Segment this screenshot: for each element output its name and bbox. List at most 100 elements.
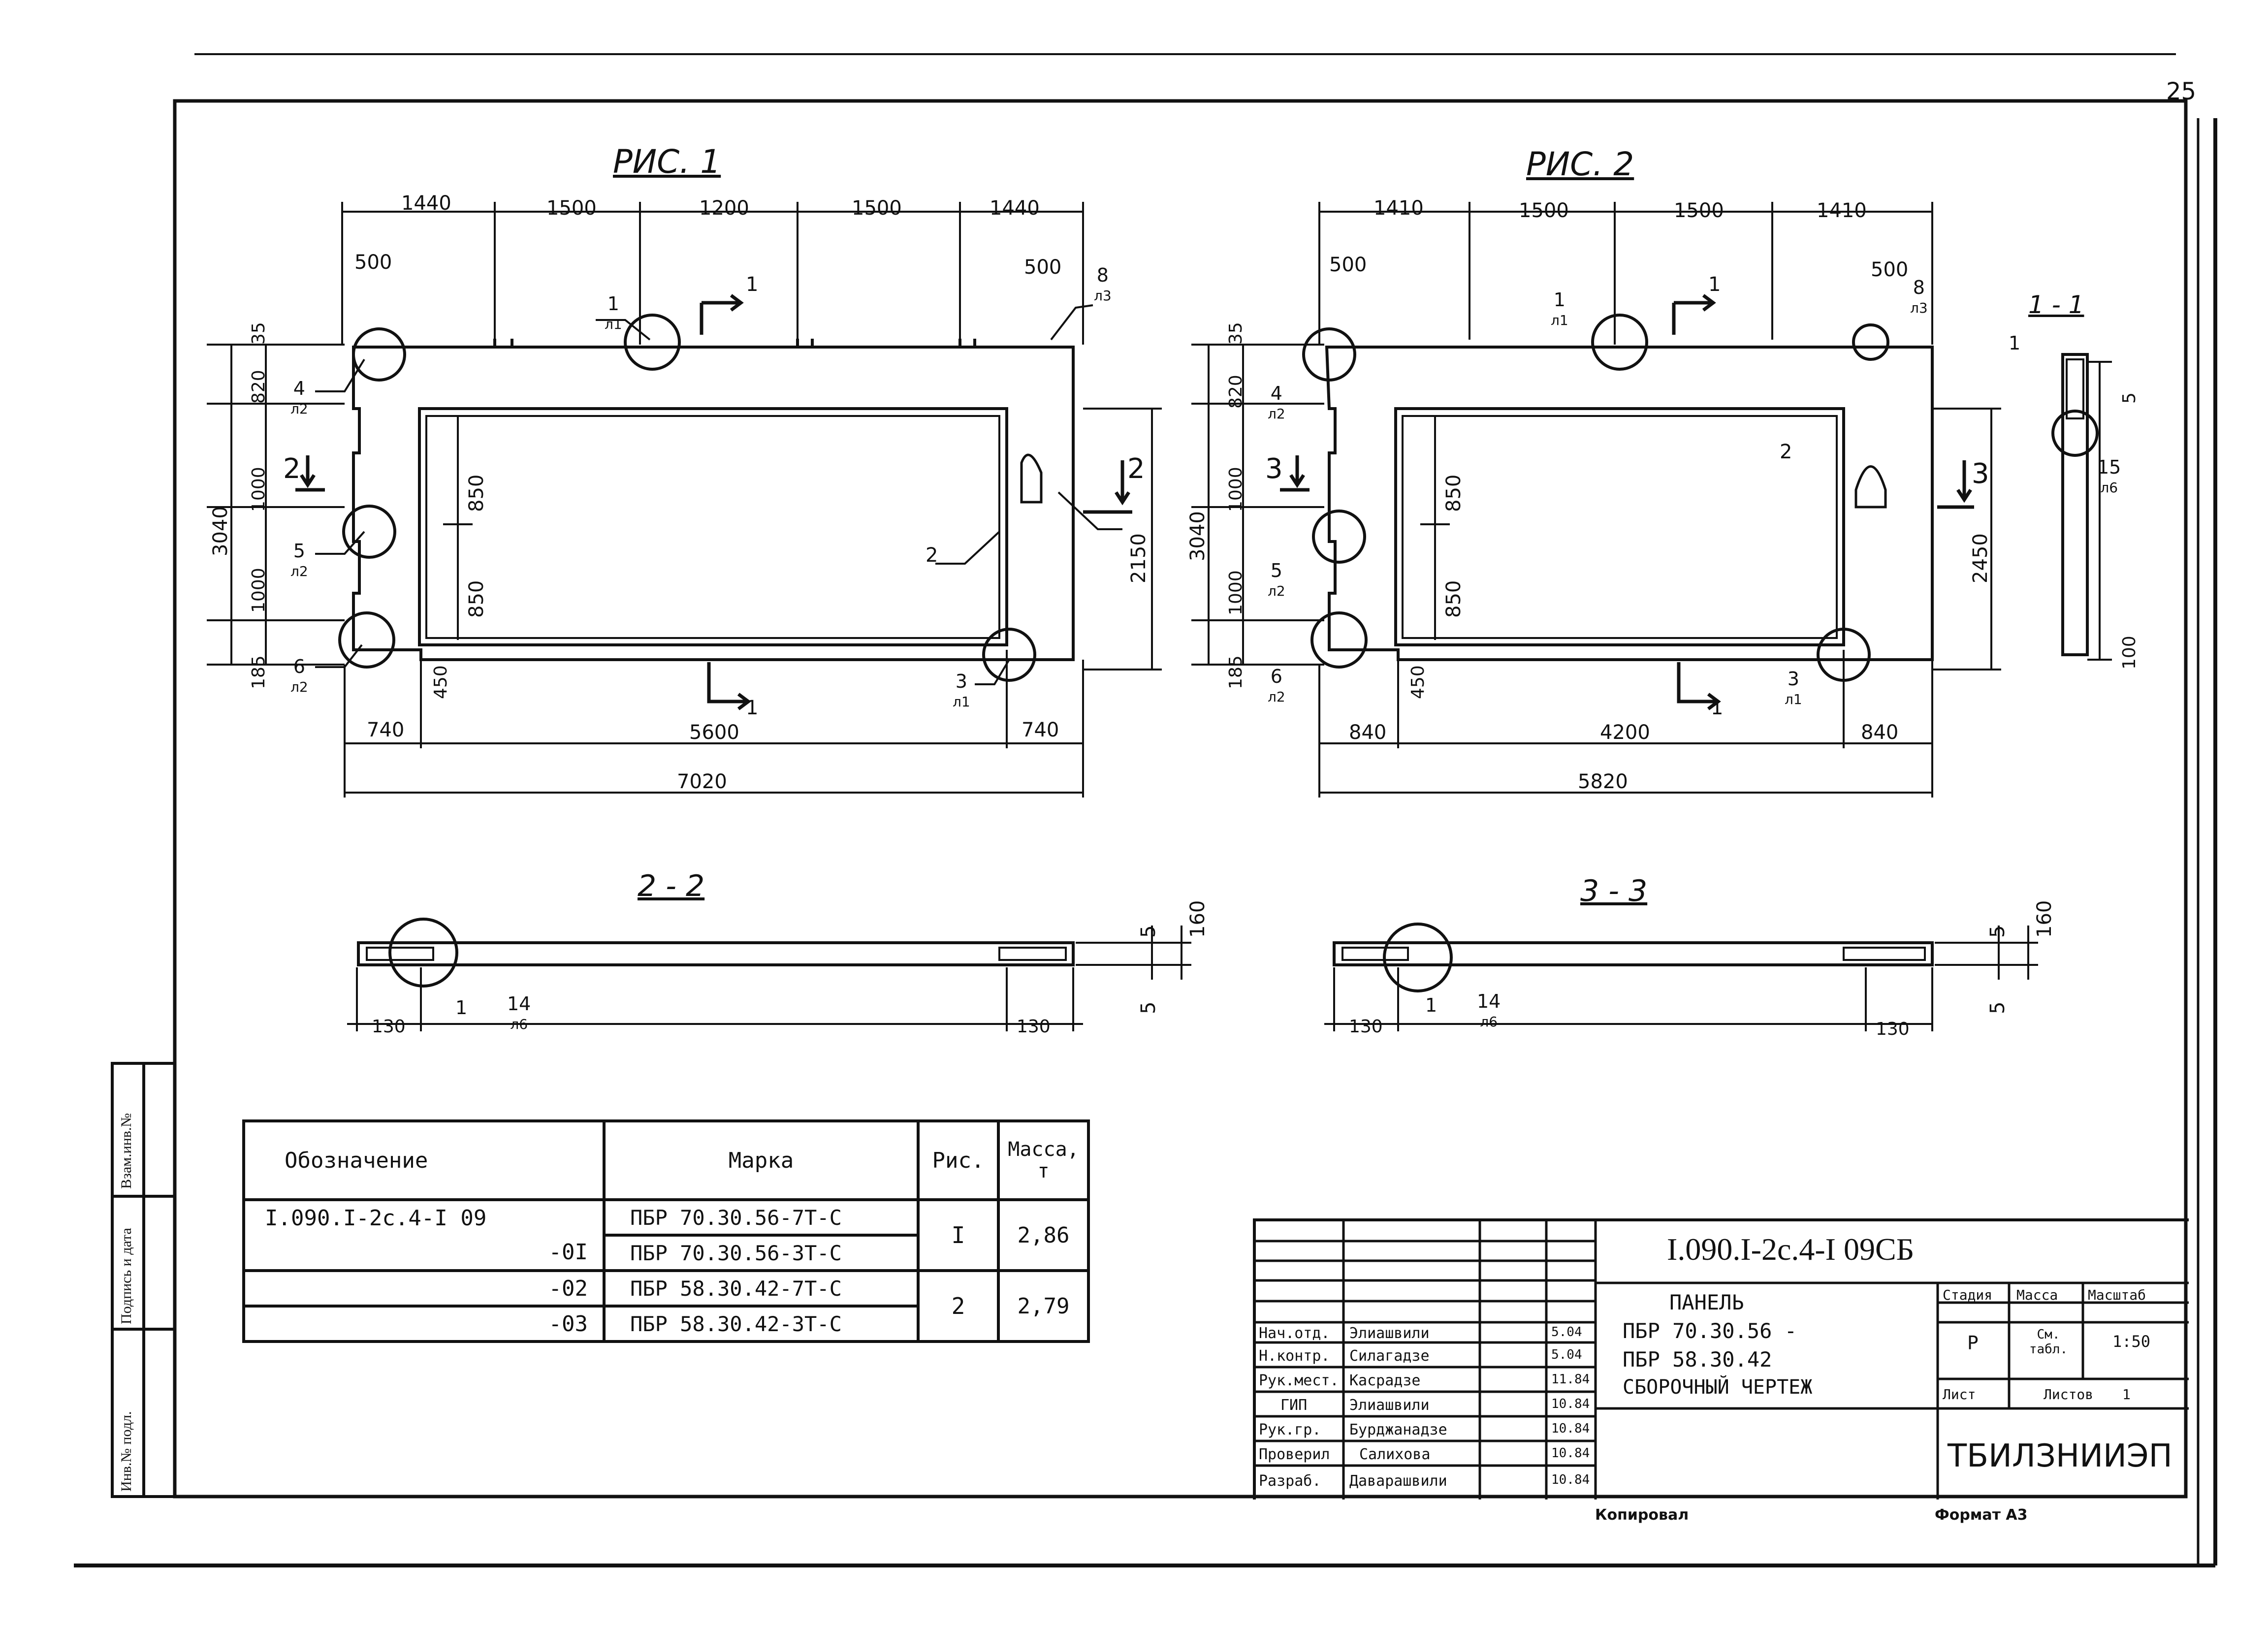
stamp-person-3: Касрадзе <box>1349 1372 1421 1389</box>
stamp-date-3: 11.84 <box>1551 1372 1590 1387</box>
fig1-top-dim-line <box>341 202 1084 345</box>
fig1-top-dim-3: 1200 <box>699 197 749 220</box>
spec-header-fig: Рис. <box>917 1119 1000 1201</box>
spec-row-designation: -03 <box>242 1305 606 1343</box>
section-11-callout-1: 1 <box>2009 332 2021 354</box>
fig1-inner-dim-1: 850 <box>465 474 488 512</box>
fig1-sub-dim-2: 500 <box>1024 256 1062 279</box>
table-row: -03 ПБР 58.30.42-3Т-С <box>242 1305 1088 1343</box>
fig1-section-mark-1a: 1 <box>746 273 759 296</box>
fig2-left-dim-4: 1000 <box>1226 570 1246 615</box>
fig2-geometry <box>1191 202 2001 798</box>
fig1-bottom-dim-3: 740 <box>1022 719 1059 741</box>
fig2-left-dim-3: 1000 <box>1226 467 1246 512</box>
fig2-opening <box>1394 407 1845 646</box>
fig1-section-mark-2b: 2 <box>1127 453 1145 485</box>
section-22-dim-2: 130 <box>1017 1017 1051 1037</box>
stamp-date-6: 10.84 <box>1551 1446 1590 1461</box>
footer-copied: Копировал <box>1595 1506 1689 1524</box>
fig1-inner-dim-3: 450 <box>431 665 451 699</box>
title-block-grid <box>1256 1221 2189 1500</box>
side-stamp-replace: Взам.инв.№ <box>118 1113 134 1189</box>
section-33-dim-4: 160 <box>2033 900 2056 938</box>
fig2-overall-height: 3040 <box>1186 511 1209 561</box>
section-33-geometry <box>1324 923 2038 1031</box>
spec-header-mass: Масса, т <box>997 1119 1090 1201</box>
fig1-bottom-dim-2: 5600 <box>689 721 739 744</box>
fig1-opening <box>418 407 1008 646</box>
section-22-dim-3: 5 <box>1137 925 1160 938</box>
mass-value: См. табл. <box>2029 1327 2068 1357</box>
scale-label: Масштаб <box>2088 1287 2146 1303</box>
stamp-date-7: 10.84 <box>1551 1472 1590 1487</box>
title-block: I.090.I-2с.4-I 09СБ ПАНЕЛЬ ПБР 70.30.56 … <box>1253 1218 2189 1500</box>
stamp-person-6: Салихова <box>1359 1446 1431 1463</box>
fig2-sub-dim-2: 500 <box>1871 258 1909 281</box>
stamp-person-5: Бурджанадзе <box>1349 1421 1447 1438</box>
sheets-label: Листов <box>2044 1386 2094 1403</box>
fig2-top-dim-2: 1500 <box>1519 199 1569 222</box>
section-33-dim-3: 5 <box>1986 925 2009 938</box>
fig1-right-height: 2150 <box>1127 533 1150 583</box>
fig2-left-dim-2: 820 <box>1226 375 1246 409</box>
fig2-inner-dim-1: 850 <box>1442 474 1465 512</box>
fig2-title: РИС. 2 <box>1526 145 1634 183</box>
side-stamp-signature: Подпись и дата <box>118 1228 134 1324</box>
spec-table: Обозначение Марка Рис. Масса, т I.090.I-… <box>242 1119 1090 1343</box>
section-11-geometry <box>2051 353 2112 661</box>
section-22-title: 2 - 2 <box>638 869 705 903</box>
stamp-role-6: Проверил <box>1259 1446 1330 1463</box>
section-33-title: 3 - 3 <box>1580 874 1648 908</box>
fig1-geometry <box>207 202 1162 798</box>
fig2-left-dim-5: 185 <box>1226 655 1246 689</box>
section-22-geometry <box>347 918 1191 1031</box>
sheet-label: Лист <box>1943 1386 1976 1403</box>
spec-row-mark: ПБР 58.30.42-3Т-С <box>603 1305 920 1343</box>
section-22-dim-1: 130 <box>372 1017 406 1037</box>
stamp-role-3: Рук.мест. <box>1259 1372 1339 1389</box>
fig1-section-mark-1b: 1 <box>746 697 759 719</box>
inner-frame <box>173 99 2188 1499</box>
spec-group-mass: 2,79 <box>997 1269 1090 1343</box>
fig2-overall-width: 5820 <box>1578 770 1628 793</box>
fig1-left-dim-4: 1000 <box>249 568 269 613</box>
spec-group-mass: 2,86 <box>997 1198 1090 1272</box>
stamp-role-2: Н.контр. <box>1259 1347 1330 1365</box>
fig1-left-dim-5: 185 <box>249 655 269 689</box>
stamp-date-2: 5.04 <box>1551 1347 1582 1362</box>
fig2-bottom-dim-line <box>1318 650 1933 798</box>
fig1-left-dim-2: 820 <box>249 370 269 404</box>
fig1-top-dim-1: 1440 <box>401 192 451 215</box>
sheet-number: 25 <box>2166 78 2197 105</box>
section-33-dim-1: 130 <box>1349 1017 1383 1037</box>
fig2-inner-dim-2: 850 <box>1442 580 1465 618</box>
stamp-date-5: 10.84 <box>1551 1421 1590 1436</box>
fig2-opening-inner <box>1402 415 1838 639</box>
section-22-dim-5: 5 <box>1137 1001 1160 1014</box>
spec-row-mark: ПБР 70.30.56-7Т-С <box>603 1198 920 1237</box>
fig1-overall-width: 7020 <box>677 770 727 793</box>
title-doc-code: I.090.I-2с.4-I 09СБ <box>1667 1232 1915 1267</box>
section-11-title: 1 - 1 <box>2028 290 2084 319</box>
fig2-inner-dim-3: 450 <box>1408 665 1428 699</box>
fig2-left-dim-1: 35 <box>1226 322 1246 345</box>
spec-header-row: Обозначение Марка Рис. Масса, т <box>242 1119 1090 1201</box>
fig1-opening-inner <box>425 415 1000 639</box>
stamp-date-1: 5.04 <box>1551 1325 1582 1340</box>
stamp-person-7: Даварашвили <box>1349 1472 1447 1490</box>
fig1-bottom-dim-1: 740 <box>367 719 405 741</box>
spec-header-designation: Обозначение <box>242 1119 606 1201</box>
